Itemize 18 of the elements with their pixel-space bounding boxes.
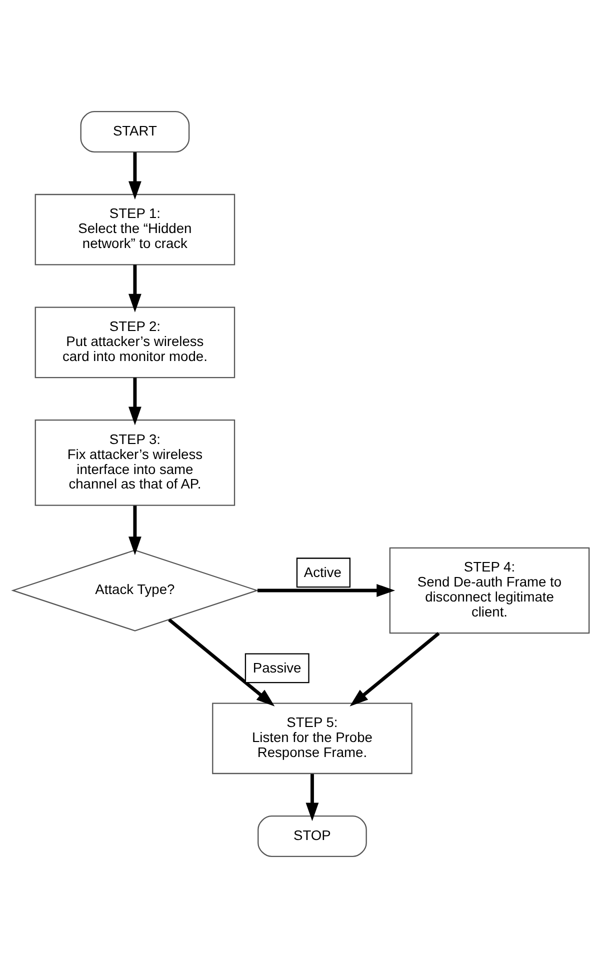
arrow [128,264,142,312]
arrow [128,377,142,425]
arrow [128,505,142,555]
arrow [306,774,319,821]
node-box: START [80,110,190,152]
node-box: STEP 1: Select the “Hidden network” to crack [34,193,236,265]
edge-label: Active [304,563,342,580]
edge-label: Passive [252,658,302,675]
arrow [350,632,440,706]
arrow [257,584,396,596]
arrow [128,152,142,200]
node-box: STEP 2: Put attacker’s wireless card into monitor mode. [34,306,236,378]
node-box: STOP [258,815,367,856]
node-box: STEP 4: Send De-auth Frame to disconnect legitimate client. [389,546,590,634]
arrow [168,618,275,706]
node-box: STEP 5: Listen for the Probe Response Frame. [212,702,412,774]
node-diamond: Attack Type? [11,549,259,631]
node-box: STEP 3: Fix attacker’s wireless interface into same channel as that of AP. [34,419,236,506]
